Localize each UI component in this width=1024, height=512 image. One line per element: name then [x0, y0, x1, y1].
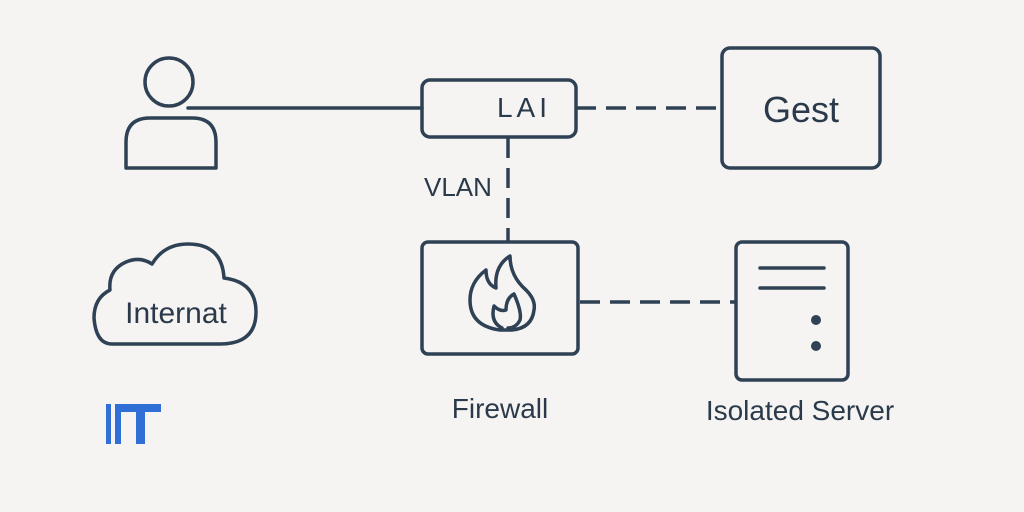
- user-icon: [124, 56, 218, 170]
- it-logo: [106, 404, 161, 444]
- guest-label: Gest: [763, 89, 839, 130]
- server-label: Isolated Server: [706, 395, 894, 426]
- firewall-label: Firewall: [452, 393, 548, 424]
- vlan-label: VLAN: [424, 172, 492, 202]
- internet-label: Internat: [125, 297, 227, 330]
- switch-box: LAI: [420, 78, 578, 139]
- guest-box: Gest: [720, 46, 882, 170]
- firewall-box: [420, 240, 580, 356]
- cloud-icon: Internat: [92, 242, 258, 346]
- firewall-flame-icon: [468, 254, 537, 332]
- server-icon: [734, 240, 850, 382]
- switch-label: LAI: [497, 92, 551, 123]
